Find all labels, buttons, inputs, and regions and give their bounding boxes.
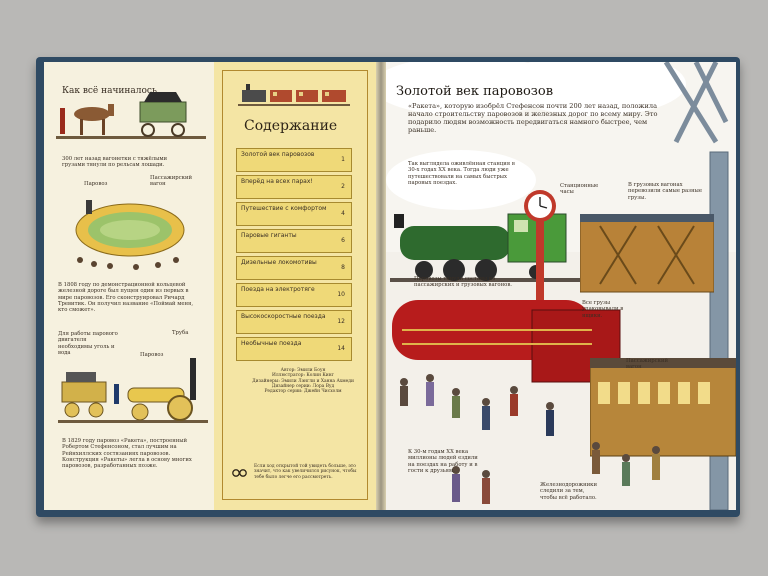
toc-train-illustration (238, 84, 350, 106)
toc-item-page: 8 (341, 264, 345, 271)
red-locomotive-illustration (392, 300, 621, 383)
toc-item-page: 12 (337, 318, 345, 325)
toc-item-label: Высокоскоростные поезда (241, 313, 326, 320)
toc-border (222, 70, 368, 500)
right-intro: «Ракета», которую изобрёл Стефенсон почт… (408, 102, 658, 134)
toc-item-label: Паровые гиганты (241, 232, 297, 239)
station-note: Так выглядела оживлённая станция в 30-х … (408, 161, 515, 187)
toc-item[interactable]: Дизельные локомотивы 8 (236, 256, 352, 280)
toc-item-page: 10 (337, 291, 345, 298)
freight-wagon-illustration (580, 214, 714, 293)
left-heading: Как всё начиналось (62, 86, 157, 96)
left-para1: 300 лет назад вагонетки с тяжёлыми груза… (62, 156, 167, 169)
toc-item-label: Необычные поезда (241, 340, 302, 347)
toc-item-page: 14 (337, 345, 345, 352)
toc-item-page: 2 (341, 183, 345, 190)
toc-item-label: Дизельные локомотивы (241, 259, 317, 266)
label-wagon: Пассажирский вагон (150, 175, 193, 188)
toc-title: Содержание (244, 118, 338, 134)
station-clock-icon (524, 190, 556, 316)
label-cargo: Все грузы упаковывали в ящики. (582, 300, 624, 319)
toc-item[interactable]: Путешествие с комфортом 4 (236, 202, 352, 226)
toc-item-label: Золотой век паровозов (241, 151, 315, 158)
left-para2: В 1808 году по демонстрационной кольцево… (58, 282, 194, 314)
toc-item-page: 1 (341, 156, 345, 163)
toc-item[interactable]: Поезда на электротяге 10 (236, 283, 352, 307)
toc-item-label: Поезда на электротяге (241, 286, 315, 293)
label-steam: Паровоз (84, 181, 108, 187)
label-carriage: Пассажирский вагон (626, 358, 669, 371)
label-freight: В грузовых вагонах перевозили самые разн… (628, 182, 702, 201)
toc-item-label: Путешествие с комфортом (241, 205, 327, 212)
label-steam2: Паровоз (140, 352, 164, 358)
left-para3: В 1829 году паровоз «Ракета», построенны… (62, 438, 192, 470)
label-trains: Паровозы тянули составы из пассажирских … (414, 276, 512, 289)
toc-credits: Автор: Эмили Боун Иллюстратор: Колин Кин… (252, 368, 354, 395)
note-fuel: Для работы парового двигателя необходимы… (58, 331, 118, 357)
toc-item[interactable]: Золотой век паровозов 1 (236, 148, 352, 172)
magnifier-icon (232, 469, 247, 477)
toc-item[interactable]: Вперёд на всех парах! 2 (236, 175, 352, 199)
toc-item-label: Вперёд на всех парах! (241, 178, 313, 185)
trevithick-ring-illustration (75, 200, 185, 270)
label-railway: Железнодорожники следили за тем, чтобы в… (540, 482, 597, 501)
label-people: К 30-м годам XX века миллионы людей езди… (408, 449, 478, 475)
toc-item[interactable]: Высокоскоростные поезда 12 (236, 310, 352, 334)
toc-item[interactable]: Паровые гиганты 6 (236, 229, 352, 253)
label-pipe: Труба (172, 330, 189, 336)
toc-item[interactable]: Необычные поезда 14 (236, 337, 352, 361)
passengers-crowd-illustration (400, 374, 660, 504)
toc-item-page: 4 (341, 210, 345, 217)
passenger-carriage-illustration (590, 358, 736, 457)
rocket-locomotive-illustration (58, 358, 208, 423)
toc-item-page: 6 (341, 237, 345, 244)
toc-footer: Если ход открытой той увидеть больше, эт… (254, 464, 357, 480)
right-heading: Золотой век паровозов (396, 84, 554, 99)
book-gutter (376, 62, 386, 510)
label-clock: Станционные часы (560, 183, 599, 196)
right-page (386, 62, 736, 510)
horse-wagon-illustration (56, 92, 206, 139)
